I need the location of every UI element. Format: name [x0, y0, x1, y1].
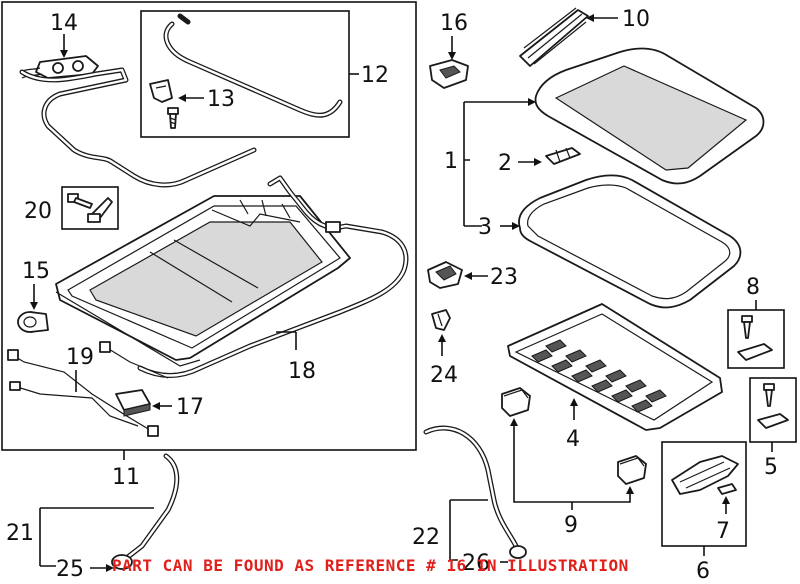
callout-10: 10	[622, 7, 650, 32]
control-module-part	[115, 389, 151, 417]
right-drain-hose-part	[423, 425, 527, 559]
arrow-23	[464, 272, 472, 280]
callout-3: 3	[478, 215, 492, 240]
clip-2-part	[545, 147, 581, 165]
callout-2: 2	[498, 151, 512, 176]
glass-panel-part	[534, 47, 765, 185]
arrow-24	[438, 334, 446, 342]
clip-5-part	[757, 413, 789, 429]
screw-13-part	[167, 107, 179, 129]
callout-6: 6	[696, 559, 710, 584]
sunroof-motor-part	[17, 311, 49, 333]
guide-6-box	[661, 441, 747, 547]
callout-20: 20	[24, 199, 52, 224]
leader-21	[39, 507, 154, 567]
callout-12: 12	[361, 63, 389, 88]
glass-seal-part	[518, 174, 742, 309]
callout-16: 16	[440, 11, 468, 36]
callout-19: 19	[66, 345, 94, 370]
screw-20-part	[67, 193, 93, 209]
callout-21: 21	[6, 521, 34, 546]
callout-11: 11	[112, 465, 140, 490]
callout-18: 18	[288, 359, 316, 384]
sunshade-part	[507, 303, 723, 431]
arrow-4	[570, 398, 578, 406]
sunshade-handle-left-part	[501, 387, 531, 417]
arrow-15	[30, 302, 38, 310]
callout-13: 13	[207, 87, 235, 112]
reference-note: PART CAN BE FOUND AS REFERENCE # 16 IN I…	[112, 556, 629, 575]
arrow-2	[534, 158, 542, 166]
arrow-3	[512, 222, 520, 230]
wiring-harness-part	[7, 341, 169, 437]
screw-clip-8-box	[727, 309, 785, 369]
arrow-1	[528, 98, 536, 106]
callout-26: 26	[462, 551, 490, 576]
clip-20-part	[87, 197, 113, 223]
leader-22	[449, 499, 488, 561]
callout-5: 5	[764, 455, 778, 480]
arrow-17	[152, 402, 160, 410]
callout-8: 8	[746, 275, 760, 300]
arrow-13	[178, 94, 186, 102]
frame-drain-hose-part	[137, 175, 409, 378]
callout-15: 15	[22, 259, 50, 284]
arrow-7	[722, 496, 730, 504]
callout-24: 24	[430, 363, 458, 388]
callout-9: 9	[564, 513, 578, 538]
guide-16-part	[429, 59, 469, 89]
callout-14: 14	[50, 11, 78, 36]
wind-deflector-part	[163, 13, 343, 118]
callout-17: 17	[176, 395, 204, 420]
motor-bracket-part	[19, 55, 99, 79]
clip-7-part	[717, 483, 737, 495]
arrow-14	[60, 50, 68, 58]
screw-8-part	[741, 315, 753, 339]
guide-23-part	[427, 261, 463, 289]
deflector-bracket-part	[149, 79, 173, 103]
screw-5-part	[763, 383, 775, 407]
seal-strip-part	[519, 7, 589, 67]
rear-drain-hose-part	[111, 453, 180, 570]
leader-1	[463, 101, 530, 227]
clip-8-part	[737, 343, 773, 361]
arrow-16	[448, 52, 456, 60]
arrow-25	[106, 564, 114, 572]
clip-24-part	[431, 309, 451, 331]
callout-4: 4	[566, 427, 580, 452]
screw-clip-box	[61, 186, 119, 230]
frame-group-box	[1, 1, 417, 451]
arrow-10	[586, 14, 594, 22]
callout-1: 1	[444, 149, 458, 174]
front-drain-tube-part	[19, 67, 257, 188]
callout-22: 22	[412, 525, 440, 550]
callout-25: 25	[56, 557, 84, 582]
guide-6-part	[671, 455, 739, 495]
callout-23: 23	[490, 265, 518, 290]
arrow-9a	[510, 418, 518, 426]
screw-clip-5-box	[749, 377, 797, 443]
arrow-9b	[626, 486, 634, 494]
sunshade-handle-right-part	[617, 455, 647, 485]
sunroof-frame-part	[55, 195, 351, 367]
callout-7: 7	[716, 519, 730, 544]
